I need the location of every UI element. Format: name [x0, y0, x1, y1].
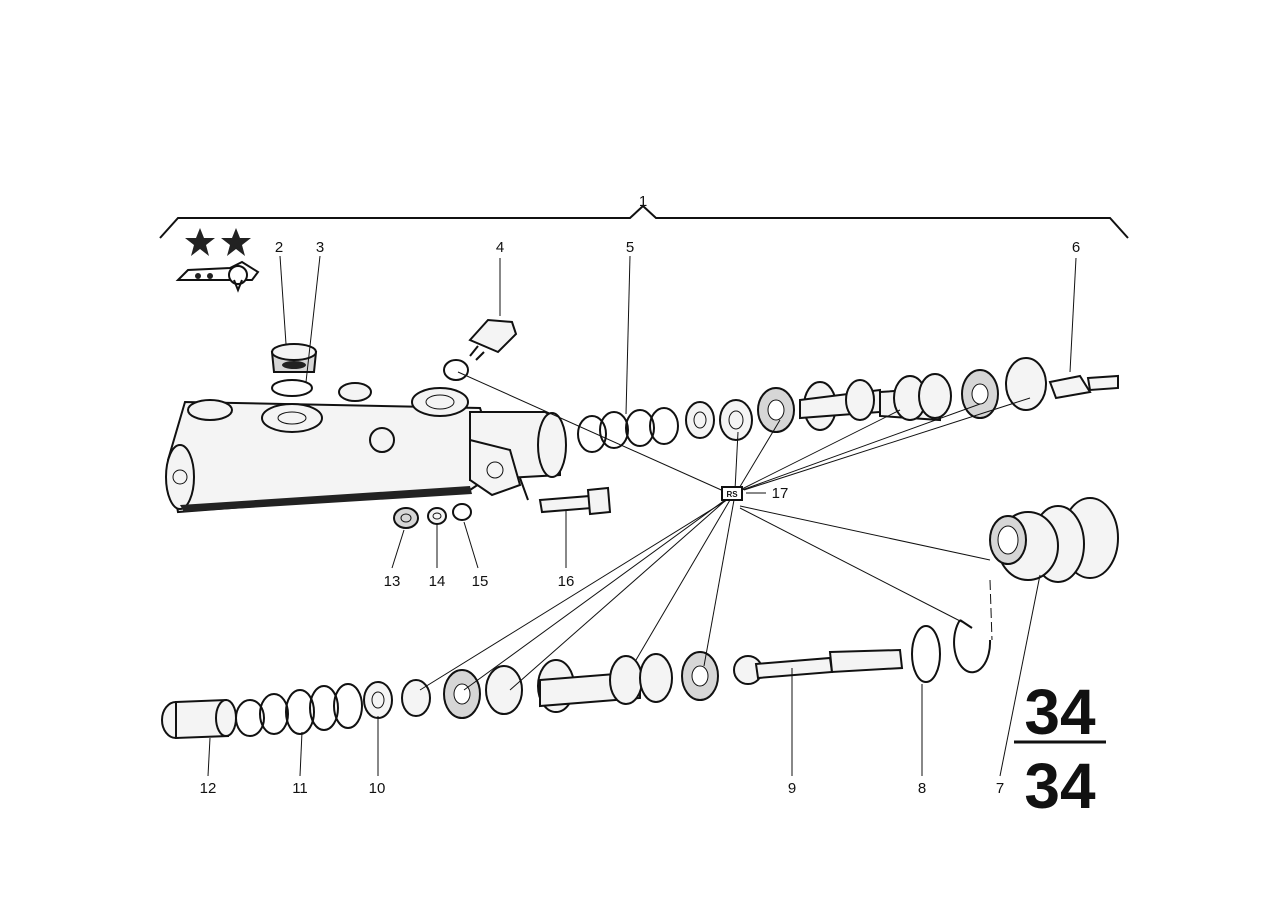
spring-seat [161, 698, 237, 740]
repair-set-label: RS [726, 490, 738, 499]
callout-15: 15 [472, 573, 489, 590]
group-code-top: 34 [1024, 676, 1096, 748]
callout-17: 17 [772, 485, 789, 502]
lower-spring [235, 683, 363, 737]
circlip [953, 619, 992, 674]
dust-boot [989, 497, 1119, 583]
mounting-bolt [519, 477, 612, 516]
callout-7: 7 [996, 780, 1004, 797]
callout-12: 12 [200, 780, 217, 797]
leader-lines [207, 255, 1077, 777]
push-rod [733, 648, 904, 685]
lower-piston-parts [363, 651, 719, 719]
master-cylinder-housing [165, 382, 567, 514]
model-marker-icons [175, 228, 260, 293]
callout-5: 5 [626, 239, 634, 256]
assembly-bracket [159, 204, 1129, 239]
callout-numbers: 1 2 3 4 5 6 7 8 9 10 11 12 13 14 15 16 1… [200, 193, 1081, 797]
star-icon [221, 228, 251, 256]
repair-set-box: RS [721, 486, 743, 501]
group-code: 34 34 [1014, 676, 1106, 822]
callout-2: 2 [275, 239, 283, 256]
small-seals [393, 503, 472, 529]
upper-spring [577, 407, 679, 453]
callout-16: 16 [558, 573, 575, 590]
callout-3: 3 [316, 239, 324, 256]
group-code-bottom: 34 [1024, 750, 1096, 822]
star-icon [185, 228, 215, 256]
upper-piston-parts [685, 357, 1119, 441]
callout-6: 6 [1072, 239, 1080, 256]
screw-plug [443, 318, 518, 381]
callout-13: 13 [384, 573, 401, 590]
callout-10: 10 [369, 780, 386, 797]
vehicle-silhouette-icon [175, 260, 260, 293]
callout-4: 4 [496, 239, 504, 256]
callout-1: 1 [639, 193, 647, 210]
reservoir-cap [270, 343, 318, 373]
callout-9: 9 [788, 780, 796, 797]
stop-plate [911, 625, 941, 683]
callout-8: 8 [918, 780, 926, 797]
cap-seal-ring [271, 379, 313, 397]
callout-11: 11 [292, 780, 308, 797]
repair-set-rays [419, 371, 1031, 691]
callout-14: 14 [429, 573, 446, 590]
